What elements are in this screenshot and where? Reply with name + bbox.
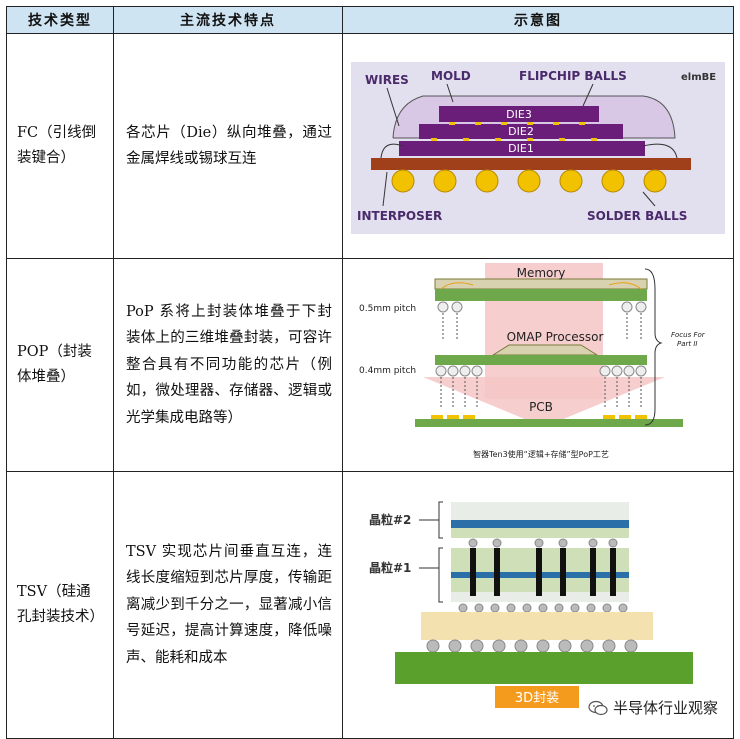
die2-bottom (451, 528, 629, 538)
tsv-diagram: 晶粒#2 晶粒#1 (369, 501, 693, 708)
omap-substrate (435, 355, 647, 365)
label-pcb: PCB (529, 400, 553, 414)
label-memory: Memory (517, 266, 566, 280)
packaging-table: 技术类型 主流技术特点 示意图 FC（引线倒装键合） 各芯片（Die）纵向堆叠，… (6, 6, 734, 739)
label-die1: DIE1 (508, 142, 534, 155)
table-row-tsv: TSV（硅通孔封装技术） TSV 实现芯片间垂直互连，连线长度缩短到芯片厚度，传… (6, 471, 734, 739)
type-cell: TSV（硅通孔封装技术） (6, 471, 114, 739)
header-diagram: 示意图 (342, 6, 734, 34)
solder-balls (391, 169, 667, 193)
wechat-icon (588, 700, 608, 715)
type-cell: FC（引线倒装键合） (6, 33, 114, 259)
lower-guides (440, 377, 642, 409)
diagram-cell-fc: WIRES MOLD FLIPCHIP BALLS elmBE DIE3 DIE… (342, 33, 734, 259)
memory-substrate (435, 289, 647, 301)
label-grain1: 晶粒#1 (369, 560, 411, 575)
pcb-board (415, 419, 683, 427)
watermark-text: 半导体行业观察 (612, 699, 718, 717)
label-3d-bg (495, 686, 579, 708)
table-row-pop: POP（封装体堆叠） PoP 系将上封装体堆叠于下封装体上的三维堆叠封装，可容许… (6, 258, 734, 472)
upper-balls (437, 301, 647, 313)
lower-balls (435, 365, 647, 377)
label-3d: 3D封装 (515, 691, 559, 706)
label-grain2: 晶粒#2 (369, 512, 411, 527)
fc-diagram: WIRES MOLD FLIPCHIP BALLS elmBE DIE3 DIE… (351, 62, 725, 234)
pop-diagram: Memory 0.5mm pitch OMAP Processor (359, 263, 706, 459)
tsv-bumps-lower (458, 603, 628, 613)
label-interposer: INTERPOSER (357, 209, 442, 223)
flipchip-bumps (431, 122, 597, 141)
diagram-cell-tsv: 晶粒#2 晶粒#1 (342, 471, 734, 739)
interposer-layer (371, 158, 691, 170)
label-die3: DIE3 (506, 108, 532, 121)
label-pitch1: 0.5mm pitch (359, 304, 416, 314)
label-omap: OMAP Processor (507, 330, 604, 344)
label-wires: WIRES (365, 73, 409, 87)
die2-blue (451, 520, 629, 528)
tsv-interposer (421, 612, 653, 640)
watermark: 半导体行业观察 (588, 697, 718, 718)
header-features: 主流技术特点 (113, 6, 343, 34)
header-row: 技术类型 主流技术特点 示意图 (6, 6, 734, 34)
die2-block (419, 124, 623, 139)
omap-die (491, 344, 599, 356)
tsv-bumps-upper (468, 538, 618, 548)
label-die2: DIE2 (508, 125, 534, 138)
tsv-board (395, 652, 693, 684)
tsv-vias (470, 548, 616, 596)
label-focus2: Part II (677, 340, 698, 348)
header-type: 技术类型 (6, 6, 114, 34)
focus-brace (644, 268, 663, 426)
tsv-balls (426, 639, 638, 653)
pcb-pads (431, 415, 647, 419)
memory-top (434, 278, 648, 290)
type-cell: POP（封装体堆叠） (6, 258, 114, 472)
table-row-fc: FC（引线倒装键合） 各芯片（Die）纵向堆叠，通过金属焊线或锡球互连 WIRE… (6, 33, 734, 259)
label-flipchip: FLIPCHIP BALLS (519, 69, 627, 83)
die2-top (451, 502, 629, 520)
diagram-cell-pop: Memory 0.5mm pitch OMAP Processor (342, 258, 734, 472)
label-brand: elmBE (681, 72, 716, 83)
pop-caption: 智器Ten3使用“逻辑+存储”型PoP工艺 (473, 449, 609, 459)
label-mold: MOLD (431, 69, 471, 83)
die1-block (399, 141, 645, 156)
desc-cell: TSV 实现芯片间垂直互连，连线长度缩短到芯片厚度，传输距离减少到千分之一，显著… (113, 471, 343, 739)
label-focus1: Focus For (671, 331, 706, 339)
desc-cell: PoP 系将上封装体堆叠于下封装体上的三维堆叠封装，可容许整合具有不同功能的芯片… (113, 258, 343, 472)
label-solder: SOLDER BALLS (587, 209, 687, 223)
desc-cell: 各芯片（Die）纵向堆叠，通过金属焊线或锡球互连 (113, 33, 343, 259)
die3-block (439, 106, 599, 122)
die1-bottom (451, 592, 629, 602)
label-pitch2: 0.4mm pitch (359, 366, 416, 376)
upper-guides (442, 313, 642, 339)
